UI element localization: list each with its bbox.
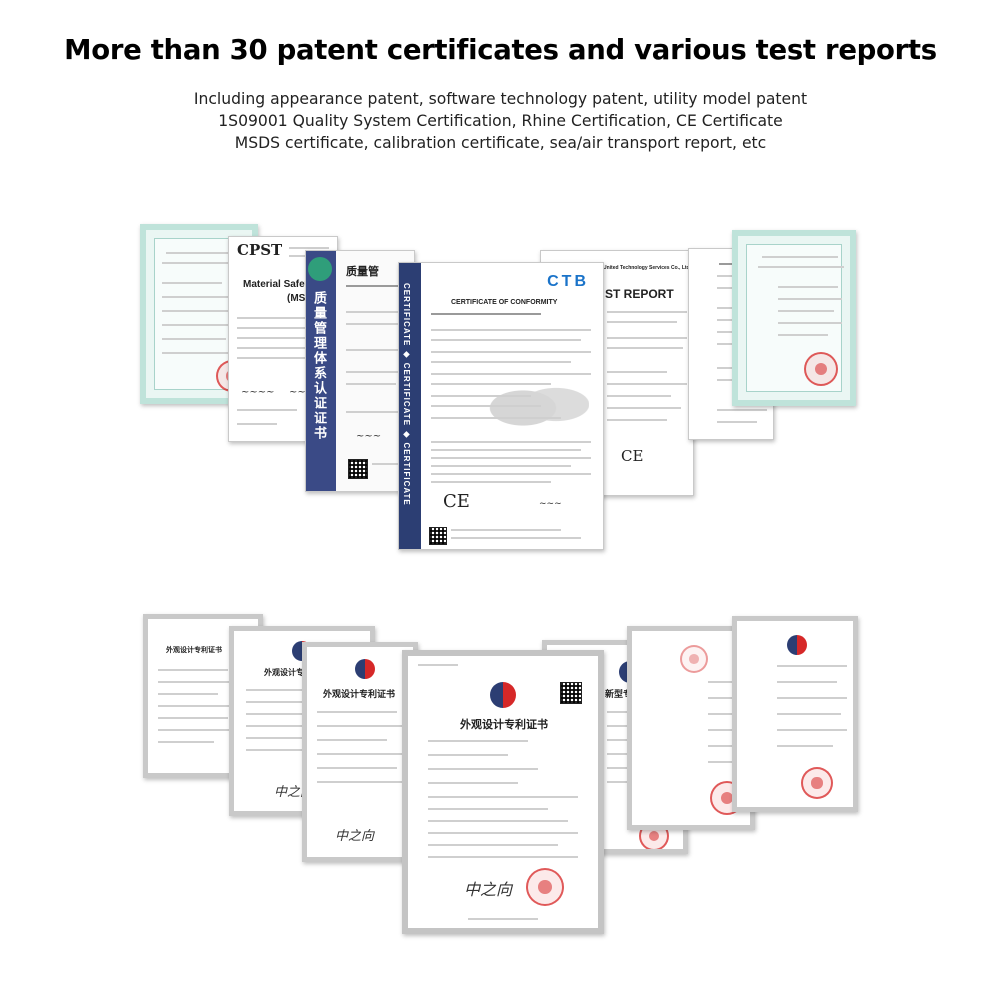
ce-mark: CE [621, 447, 644, 465]
test-company-name: United Technology Services Co., Ltd. [603, 265, 691, 271]
patent-office-logo-icon [787, 635, 807, 655]
ce-mark: CE [443, 491, 470, 512]
quality-vertical-title: 质量管理体系认证证书 [312, 291, 327, 441]
test-report-title: ST REPORT [605, 287, 674, 301]
qr-code-icon [560, 682, 582, 704]
design-patent-title: 外观设计专利证书 [264, 668, 328, 677]
red-seal-icon [680, 645, 708, 673]
qr-code-icon [348, 459, 368, 479]
signature: ~~~ [356, 431, 382, 442]
cpst-logo: CPST [237, 241, 283, 259]
design-patent-main: 外观设计专利证书 中之向 [402, 650, 604, 934]
patent-office-logo-icon [490, 682, 516, 708]
ctb-logo: CTB [547, 273, 589, 290]
ctb-heading: CERTIFICATE OF CONFORMITY [451, 299, 558, 306]
company-logo-icon [308, 257, 332, 281]
signature: ~~~~ [241, 387, 275, 398]
design-patent-title: 外观设计专利证书 [166, 647, 222, 654]
red-seal-icon [801, 767, 833, 799]
design-patent-title: 外观设计专利证书 [323, 689, 396, 699]
patent-office-logo-icon [355, 659, 375, 679]
subtitle-line-3: MSDS certificate, calibration certificat… [234, 134, 767, 152]
vertical-band [306, 251, 336, 491]
software-certificate-right [732, 230, 856, 406]
signature: ~~~ [539, 499, 562, 509]
subtitle-line-1: Including appearance patent, software te… [193, 90, 808, 108]
signature: ~~~ [289, 387, 315, 398]
signature: 中之向 [335, 829, 375, 844]
cpst-report-title: Material Safet [243, 279, 309, 290]
design-patent-3: 外观设计专利证书 中之向 [302, 642, 418, 862]
quality-cert-heading: 质量管 [346, 266, 379, 278]
design-patent-title: 外观设计专利证书 [460, 719, 548, 731]
subtitle-line-2: 1S09001 Quality System Certification, Rh… [218, 112, 783, 130]
world-map [479, 373, 589, 443]
signature: 中之向 [464, 880, 513, 899]
ctb-vertical-band-text: CERTIFICATE ◆ CERTIFICATE ◆ CERTIFICATE [402, 283, 411, 506]
page-title: More than 30 patent certificates and var… [64, 34, 937, 66]
quality-management-certificate: 质量管理体系认证证书 质量管 ~~~ [305, 250, 415, 492]
vertical-band [399, 263, 421, 549]
cpst-report-subtitle: (MSI [287, 293, 309, 304]
red-seal-icon [804, 352, 838, 386]
ctb-certificate-of-conformity: CERTIFICATE ◆ CERTIFICATE ◆ CERTIFICATE … [398, 262, 604, 550]
red-seal-icon [526, 868, 564, 906]
qr-code-icon [429, 527, 447, 545]
utility-patent-3 [732, 616, 858, 812]
